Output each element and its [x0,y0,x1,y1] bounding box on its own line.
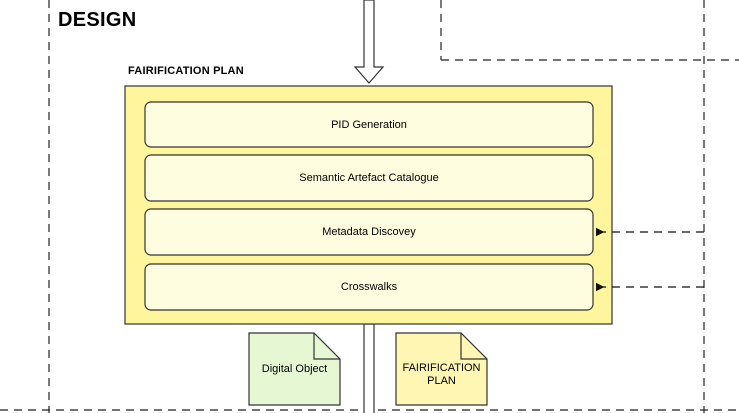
step-box-semantic-artefact-catalogue[interactable] [144,154,594,202]
step-box-crosswalks[interactable] [144,263,594,311]
document-digital-object-fold [313,333,340,360]
document-fairification-plan-line2: PLAN [427,375,456,387]
document-digital-object-line1: Digital Object [261,362,328,375]
step-label-crosswalks: Crosswalks [340,281,398,293]
step-box-pid-generation[interactable] [144,101,594,148]
step-label-semantic-artefact-catalogue: Semantic Artefact Catalogue [299,172,439,184]
plan-title: FAIRIFICATION PLAN [128,65,244,77]
document-label-digital-object: Digital Object [249,350,340,388]
outgoing-channel [363,323,375,413]
step-label-metadata-discovey: Metadata Discovey [322,226,416,238]
document-label-fairification-plan: FAIRIFICATION PLAN [396,356,487,394]
step-box-metadata-discovey[interactable] [144,208,594,256]
document-digital-object-shape[interactable] [248,332,341,406]
section-title-design: DESIGN [58,9,137,31]
document-fairification-plan-line1: FAIRIFICATION [402,362,481,374]
document-fairification-plan-shape[interactable] [395,332,488,406]
incoming-block-arrow [353,0,385,84]
document-fairification-plan-fold [460,333,487,360]
step-label-pid-generation: PID Generation [331,118,407,131]
